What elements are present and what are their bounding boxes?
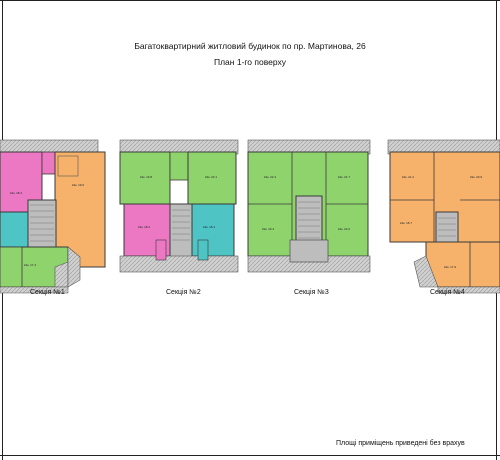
drawing-title: Багатоквартирний житловий будинок по пр.… [134,41,366,51]
svg-text:Кім. 17.9: Кім. 17.9 [444,265,456,269]
section-3-plan: Кім. 22.3 Кім. 21.7 Кім. 19.4 Кім. 20.2 [247,139,371,273]
drawing-subtitle: План 1-го поверху [213,57,287,67]
section-3-caption: Секція №3 [294,289,329,296]
svg-text:Кім. 18.2: Кім. 18.2 [138,225,150,229]
section-1-caption: Секція №1 [30,289,65,296]
section-2-caption: Секція №2 [166,289,201,296]
svg-text:Кім. 21.7: Кім. 21.7 [338,175,350,179]
frame-top-line [0,0,500,1]
svg-text:Кім. 18.7: Кім. 18.7 [400,221,412,225]
svg-text:Кім. 22.3: Кім. 22.3 [264,175,276,179]
section-1-plan: Кім. 18.4 Кім. 19.6 Кім. 17.4 [0,139,106,294]
svg-text:Кім. 17.4: Кім. 17.4 [24,263,36,267]
svg-text:Кім. 18.1: Кім. 18.1 [203,225,215,229]
svg-text:Кім. 19.8: Кім. 19.8 [140,175,152,179]
svg-text:Кім. 21.2: Кім. 21.2 [402,175,414,179]
svg-text:Кім. 19.4: Кім. 19.4 [262,227,274,231]
svg-text:Кім. 20.1: Кім. 20.1 [205,175,217,179]
section-4-caption: Секція №4 [430,289,465,296]
svg-text:Кім. 19.6: Кім. 19.6 [72,183,84,187]
svg-text:Кім. 18.4: Кім. 18.4 [10,191,22,195]
svg-text:Кім. 20.9: Кім. 20.9 [470,175,482,179]
svg-text:Кім. 20.2: Кім. 20.2 [338,227,350,231]
frame-bottom-line [0,455,500,456]
footer-note: Площі приміщень приведені без врахув [336,440,465,447]
section-2-plan: Кім. 19.8 Кім. 20.1 Кім. 18.2 Кім. 18.1 [119,139,239,273]
section-4-plan: Кім. 21.2 Кім. 20.9 Кім. 18.7 Кім. 17.9 [387,139,500,294]
